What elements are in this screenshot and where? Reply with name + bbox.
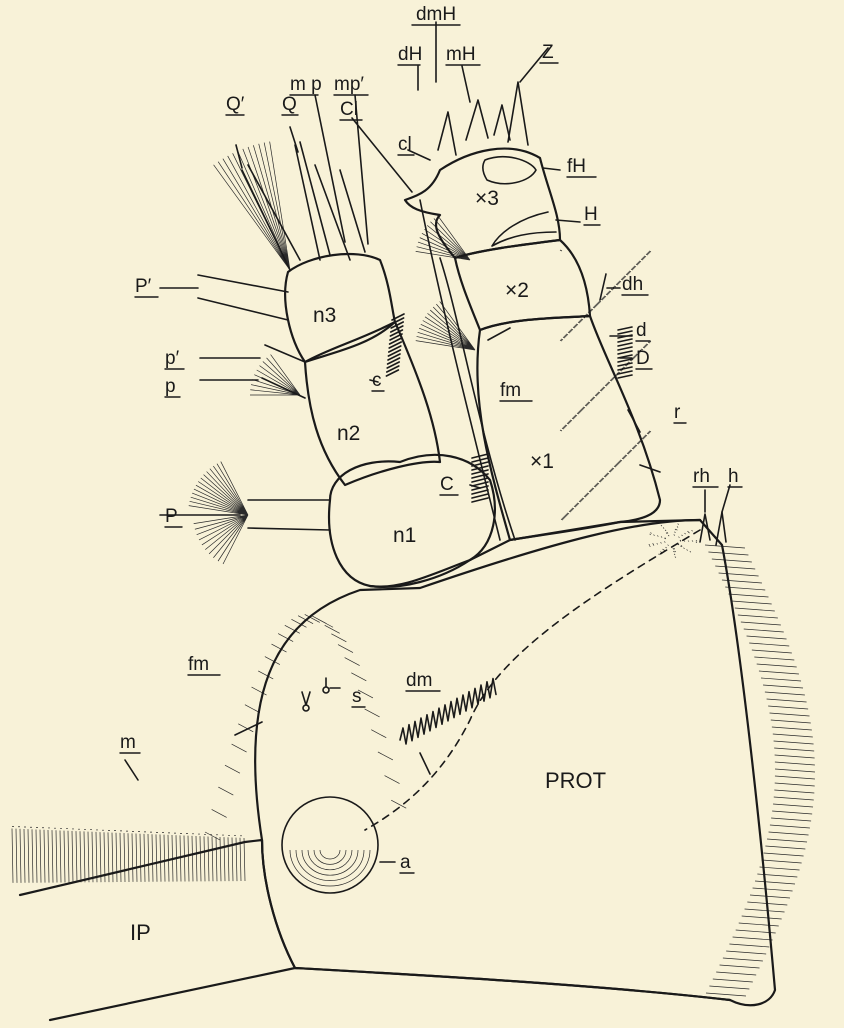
label-dh: dh	[622, 274, 643, 295]
label-n1: n1	[393, 524, 416, 547]
seta-s-marks	[302, 678, 329, 711]
label-n3: n3	[313, 304, 336, 327]
outline-drawing	[20, 22, 775, 1020]
fH-oval	[483, 157, 536, 184]
label-dH: dH	[398, 44, 422, 65]
label-r: r	[674, 402, 681, 423]
label-dmH: dmH	[416, 4, 456, 25]
area-a-ellipse	[282, 797, 378, 893]
label-P-prime: P′	[135, 276, 152, 297]
stalk-P-prime	[198, 275, 288, 320]
label-h: h	[728, 466, 739, 487]
label-c: c	[372, 370, 382, 391]
label-H: H	[584, 204, 598, 225]
label-rh: rh	[693, 466, 710, 487]
label-cl-lower: cl	[398, 134, 412, 155]
label-P: P	[165, 506, 178, 527]
ip-lower-edge	[295, 968, 730, 1000]
label-fm-lower: fm	[188, 654, 209, 675]
ip-outline	[20, 840, 295, 1020]
label-mp: m p	[290, 74, 322, 95]
label-mH: mH	[446, 44, 476, 65]
label-p-prime: p′	[165, 348, 180, 369]
annotation-labels: dmH dH mH Z m p mp′ Q′ Q Cl cl fH H P′ d…	[120, 4, 742, 873]
seta-Q	[295, 142, 330, 260]
spine-mid2	[494, 105, 510, 140]
spines-rh-h	[700, 512, 726, 545]
spine-Z	[508, 82, 528, 145]
label-dm: dm	[406, 670, 432, 691]
region-labels: ×3 ×2 ×1 n3 n2 n1 PROT IP	[130, 187, 606, 945]
spine-left	[438, 112, 456, 155]
label-x1: ×1	[530, 450, 554, 473]
n1-outline	[329, 455, 495, 587]
label-x2: ×2	[505, 279, 529, 302]
label-mp-prime: mp′	[334, 74, 364, 95]
stalk-P	[248, 500, 330, 530]
label-d: d	[636, 320, 647, 341]
label-Q-prime: Q′	[226, 94, 245, 115]
n2-outline	[305, 322, 440, 485]
prothorax-outline	[255, 520, 775, 1005]
label-n2: n2	[337, 422, 360, 445]
label-s: s	[352, 686, 362, 707]
label-p: p	[165, 376, 176, 397]
label-C: C	[440, 474, 454, 495]
label-underlines	[120, 25, 742, 873]
label-D: D	[636, 348, 650, 369]
label-Z: Z	[542, 42, 554, 63]
label-fH: fH	[567, 156, 586, 177]
label-Q: Q	[282, 94, 297, 115]
junction-line	[370, 520, 700, 587]
spine-mid	[466, 100, 488, 140]
label-prot: PROT	[545, 768, 606, 793]
label-Cl-upper: Cl	[340, 99, 358, 120]
label-m: m	[120, 732, 136, 753]
label-ip: IP	[130, 920, 151, 945]
label-x3: ×3	[475, 187, 499, 210]
label-fm-upper: fm	[500, 380, 521, 401]
label-a: a	[400, 852, 411, 873]
leader-lines	[125, 22, 730, 862]
spine-dh	[600, 274, 606, 300]
